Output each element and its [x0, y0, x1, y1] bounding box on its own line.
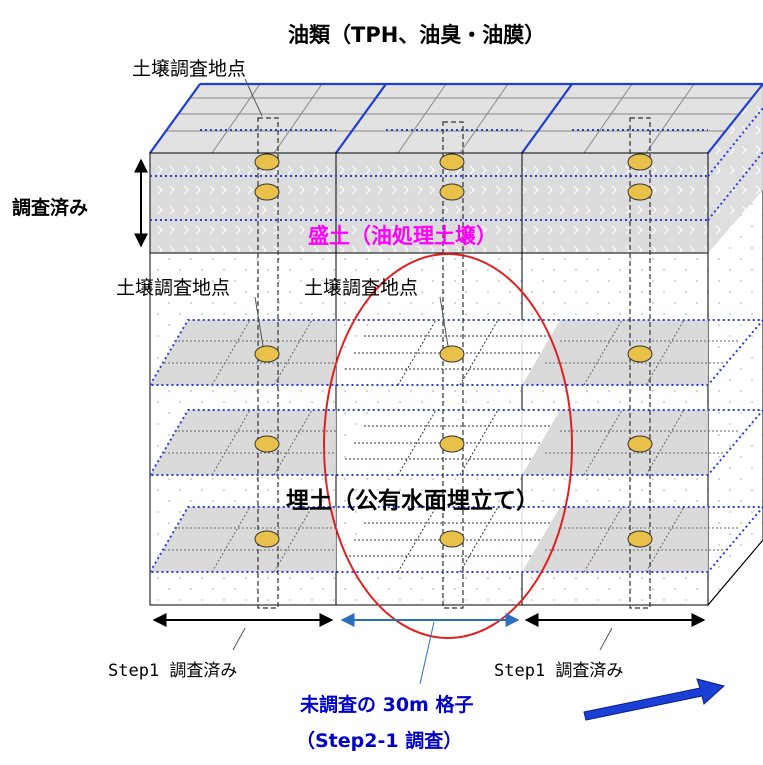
sample-point [627, 530, 653, 548]
sample-point [254, 345, 280, 363]
sample-point [627, 153, 653, 171]
diagram-title: 油類（TPH、油臭・油膜） [288, 23, 546, 47]
sample-point [627, 435, 653, 453]
sample-point [439, 183, 465, 201]
label-soil-point-center: 土壌調査地点 [304, 277, 419, 299]
label-step2-1: （Step2-1 調査） [296, 730, 463, 752]
uninvestigated-highlight-ellipse [323, 253, 573, 639]
label-soil-point-left: 土壌調査地点 [116, 277, 231, 299]
block-side-face [707, 83, 763, 607]
sample-point [439, 530, 465, 548]
sample-points [254, 153, 653, 548]
sample-point [439, 153, 465, 171]
borehole-columns [257, 117, 651, 609]
label-reclaimed-soil: 埋土（公有水面埋立て） [286, 488, 539, 514]
sample-point [254, 183, 280, 201]
label-uninvestigated-grid: 未調査の 30m 格子 [300, 694, 474, 716]
sample-point [254, 530, 280, 548]
sample-point [627, 183, 653, 201]
leader-lines [232, 78, 613, 685]
sample-point [627, 345, 653, 363]
direction-arrow [583, 678, 726, 721]
label-step1-right: Step1 調査済み [494, 661, 624, 681]
sample-point [439, 345, 465, 363]
sample-point [439, 435, 465, 453]
block-top-face [149, 82, 763, 154]
label-investigated: 調査済み [12, 197, 89, 219]
sample-point [254, 435, 280, 453]
label-step1-left: Step1 調査済み [108, 661, 238, 681]
sample-point [254, 153, 280, 171]
label-fill-soil: 盛土（油処理土壌） [308, 224, 497, 248]
label-soil-point-top: 土壌調査地点 [132, 58, 247, 80]
